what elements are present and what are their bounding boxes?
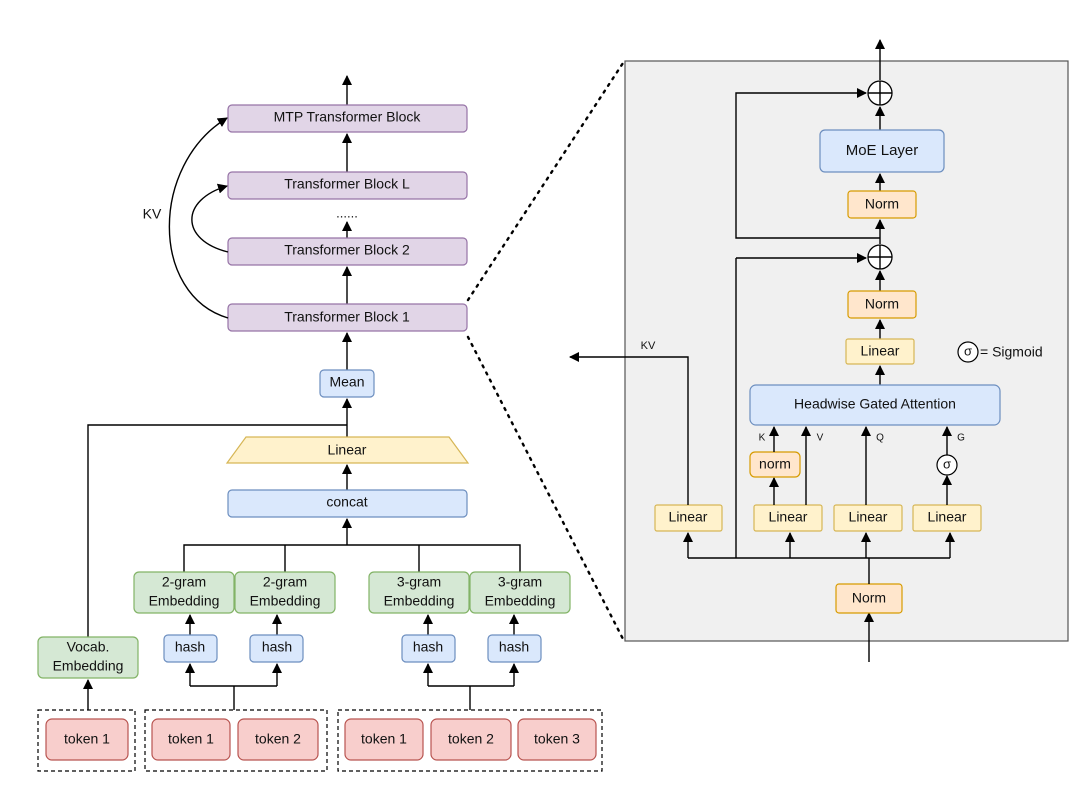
hash-box-1: [163, 634, 218, 663]
zoom-connector-top: [466, 61, 625, 302]
sigmoid-gate-symbol: σ: [943, 456, 951, 471]
sigmoid-legend-icon: [957, 341, 979, 363]
mean-box: [319, 369, 375, 398]
norm-box-mid: [847, 290, 917, 319]
linear-kv-label: Linear: [669, 509, 708, 525]
linear-k-v-label: Linear: [769, 509, 808, 525]
transformer-block-1-label: Transformer Block 1: [284, 309, 410, 325]
norm-box-top: [847, 190, 917, 219]
hash-box-3: [401, 634, 456, 663]
2gram-embedding-b-line1: 2-gram: [263, 574, 307, 590]
2gram-embedding-b-line2: Embedding: [250, 593, 321, 609]
linear-trapezoid-label: Linear: [328, 442, 367, 458]
headwise-gated-attention-label: Headwise Gated Attention: [794, 396, 956, 412]
norm-small-box: [749, 451, 801, 478]
mtp-transformer-block: [227, 104, 468, 133]
kv-arrow-short: [191, 183, 229, 253]
vocab-embedding-line2: Embedding: [53, 658, 124, 674]
token-1-group3-label: token 1: [361, 731, 407, 747]
transformer-block-2-label: Transformer Block 2: [284, 242, 410, 258]
3gram-embedding-b: [469, 571, 571, 614]
kv-arrow-long: [168, 117, 229, 319]
2gram-embedding-a: [133, 571, 235, 614]
vocab-skip-line: [87, 424, 347, 637]
sigmoid-legend-symbol: σ: [964, 343, 972, 358]
2gram-embedding-a-line1: 2-gram: [162, 574, 206, 590]
token-2-group3-label: token 2: [448, 731, 494, 747]
moe-layer-label: MoE Layer: [846, 142, 919, 159]
norm-top-label: Norm: [865, 196, 899, 212]
kv-label-right: KV: [641, 340, 656, 352]
3gram-embedding-b-line1: 3-gram: [498, 574, 542, 590]
token-1-group2: [151, 718, 231, 761]
token-group-2: [144, 709, 328, 772]
kv-label-left: KV: [143, 206, 162, 222]
token-2-group3: [430, 718, 512, 761]
token-3-group3-label: token 3: [534, 731, 580, 747]
token-3-group3: [517, 718, 597, 761]
hash-label-3: hash: [413, 639, 443, 655]
vocab-embedding-line1: Vocab.: [67, 639, 110, 655]
3gram-embedding-a: [368, 571, 470, 614]
ellipsis: ......: [336, 205, 358, 220]
mtp-transformer-block-label: MTP Transformer Block: [274, 109, 422, 125]
v-label: V: [817, 433, 824, 444]
token-1-group1-label: token 1: [64, 731, 110, 747]
k-label: K: [759, 433, 766, 444]
transformer-block-l: [227, 171, 468, 200]
2gram-embedding-a-line2: Embedding: [149, 593, 220, 609]
token-1-group2-label: token 1: [168, 731, 214, 747]
3gram-embedding-a-line2: Embedding: [384, 593, 455, 609]
linear-q-label: Linear: [849, 509, 888, 525]
norm-bottom-label: Norm: [852, 590, 886, 606]
zoom-connector-bottom: [466, 335, 625, 641]
headwise-gated-attention: [749, 384, 1001, 426]
hash-box-4: [487, 634, 542, 663]
concat-label: concat: [326, 494, 367, 510]
3gram-embedding-b-line2: Embedding: [485, 593, 556, 609]
transformer-block-l-label: Transformer Block L: [284, 176, 410, 192]
token-1-group3: [344, 718, 424, 761]
linear-box-q: [833, 504, 903, 532]
3gram-embedding-a-line1: 3-gram: [397, 574, 441, 590]
norm-small-label: norm: [759, 456, 791, 472]
mean-label: Mean: [329, 374, 364, 390]
g-label: G: [957, 433, 965, 444]
moe-layer: [819, 129, 945, 173]
linear-out-label: Linear: [861, 343, 900, 359]
hash-label-1: hash: [175, 639, 205, 655]
token-group-1: [37, 709, 136, 772]
token-2-group2: [237, 718, 319, 761]
hash-box-2: [249, 634, 304, 663]
linear-box-k-v: [753, 504, 823, 532]
token-group-3: [337, 709, 603, 772]
q-label: Q: [876, 433, 884, 444]
linear-g-label: Linear: [928, 509, 967, 525]
linear-box-out: [845, 338, 915, 365]
concat-box: [227, 489, 468, 518]
token-1-group1: [45, 718, 129, 761]
linear-trapezoid: [225, 436, 470, 464]
kv-out-arrow: [569, 352, 689, 505]
hash-label-2: hash: [262, 639, 292, 655]
norm-mid-label: Norm: [865, 296, 899, 312]
vocab-embedding: [37, 636, 139, 679]
token-2-group2-label: token 2: [255, 731, 301, 747]
2gram-embedding-b: [234, 571, 336, 614]
residual-skip-top: [735, 88, 880, 239]
sigmoid-legend-text: = Sigmoid: [980, 344, 1043, 360]
hash-label-4: hash: [499, 639, 529, 655]
